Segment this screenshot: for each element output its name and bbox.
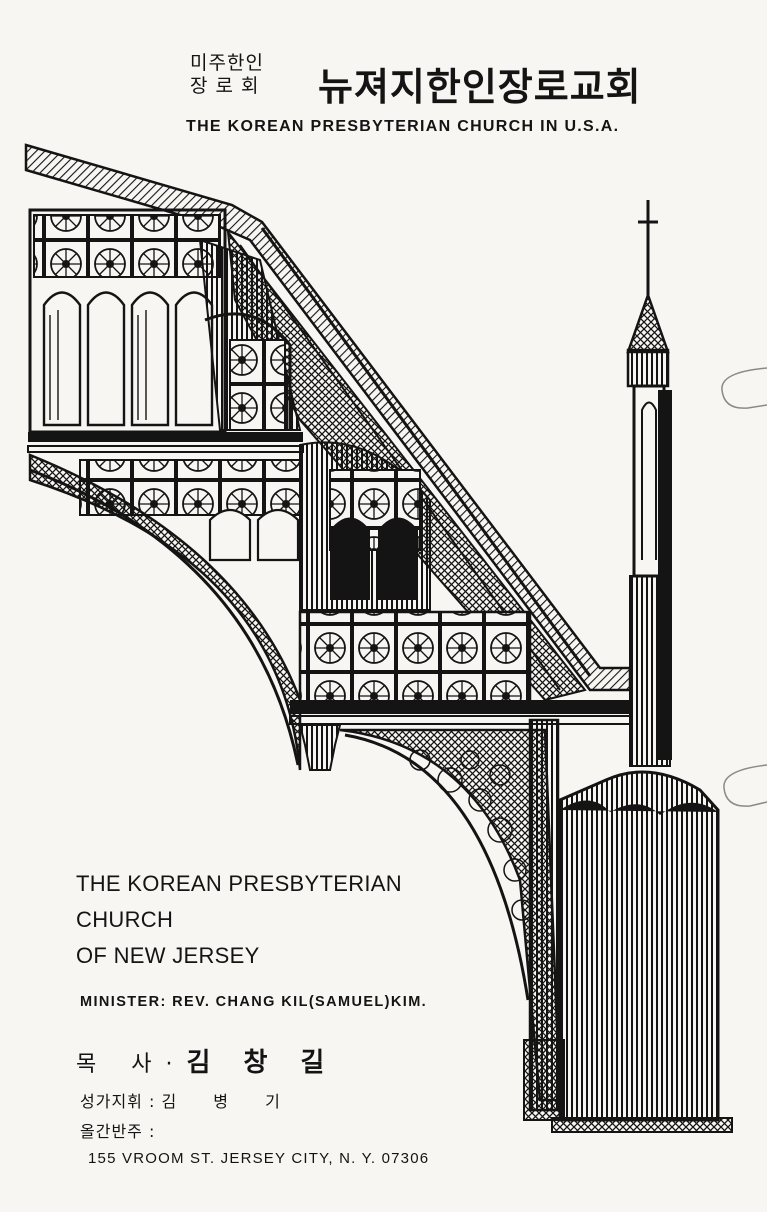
pastor-name: 김 창 길 [186, 1048, 337, 1078]
organist-line: 올간반주 : [80, 1118, 155, 1142]
english-denomination: THE KOREAN PRESBYTERIAN CHURCH IN U.S.A. [186, 118, 620, 135]
choir-name: 김 병 기 [161, 1092, 296, 1111]
choir-director-line: 성가지휘 : 김 병 기 [80, 1088, 296, 1112]
cross-spire-icon [551, 200, 733, 1133]
minister-line: MINISTER: REV. CHANG KIL(SAMUEL)KIM. [80, 994, 428, 1010]
organist-label: 올간반주 : [80, 1122, 156, 1141]
header-sub-line2: 장 로 회 [190, 75, 260, 97]
korean-church-name: 뉴져지한인장로교회 [318, 64, 642, 109]
church-name-block: THE KOREAN PRESBYTERIAN CHURCH OF NEW JE… [76, 866, 402, 974]
header-sub-line1: 미주한인 [190, 52, 264, 74]
church-name-line3: OF NEW JERSEY [76, 943, 260, 968]
church-name-line2: CHURCH [76, 907, 174, 932]
church-name-line1: THE KOREAN PRESBYTERIAN [76, 871, 402, 896]
church-address: 155 VROOM ST. JERSEY CITY, N. Y. 07306 [88, 1150, 430, 1167]
choir-label: 성가지휘 : [80, 1092, 162, 1111]
header-subtitle: 미주한인 장 로 회 [190, 52, 264, 98]
pastor-label: 목 사· [76, 1052, 187, 1077]
pastor-line: 목 사·김 창 길 [76, 1042, 336, 1079]
